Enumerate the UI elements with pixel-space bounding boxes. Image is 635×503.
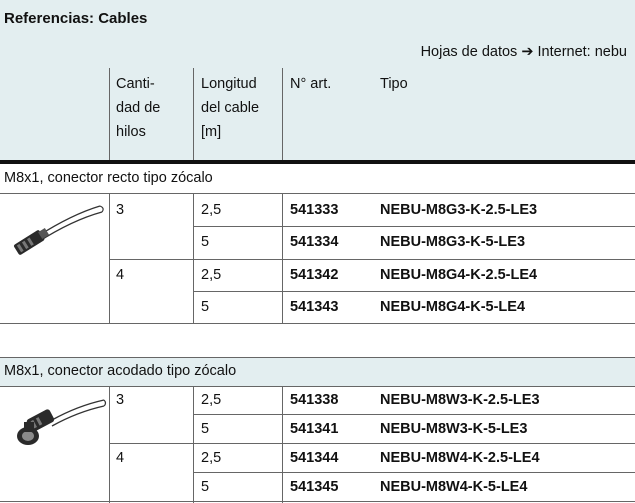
row-rule xyxy=(193,226,635,227)
table-divider xyxy=(282,193,283,323)
table-divider xyxy=(109,386,110,503)
cell-longitud: 2,5 xyxy=(201,392,222,408)
cell-tipo: NEBU-M8W3-K-5-LE3 xyxy=(380,421,528,437)
table-bottom-rule xyxy=(0,501,635,502)
cell-art: 541344 xyxy=(290,450,339,466)
section-rule xyxy=(0,193,635,194)
cell-hilos: 4 xyxy=(116,267,125,283)
cell-art: 541334 xyxy=(290,234,339,250)
header-longitud-line3: [m] xyxy=(201,124,222,140)
straight-connector-cable-icon xyxy=(14,205,104,255)
table-divider xyxy=(193,386,194,503)
row-rule xyxy=(109,443,635,444)
section-bar-angled: M8x1, conector acodado tipo zócalo xyxy=(0,357,635,386)
header-divider xyxy=(109,68,110,160)
section-rule xyxy=(0,357,635,358)
cell-longitud: 2,5 xyxy=(201,450,222,466)
cell-longitud: 5 xyxy=(201,299,210,315)
header-divider xyxy=(282,68,283,160)
row-rule xyxy=(193,472,635,473)
header-rule xyxy=(0,160,635,164)
cell-art: 541341 xyxy=(290,421,339,437)
cell-tipo: NEBU-M8G4-K-5-LE4 xyxy=(380,299,526,315)
cell-longitud: 2,5 xyxy=(201,202,222,218)
cell-hilos: 4 xyxy=(116,450,125,466)
cell-tipo: NEBU-M8W4-K-5-LE4 xyxy=(380,479,528,495)
section-spacer xyxy=(0,324,635,357)
title-bar: Referencias: Cables xyxy=(0,0,635,38)
cell-tipo: NEBU-M8W3-K-2.5-LE3 xyxy=(380,392,540,408)
header-hilos-line1: Canti- xyxy=(116,76,155,92)
cell-art: 541343 xyxy=(290,299,339,315)
header-longitud: Longitud del cable [m] xyxy=(201,72,259,144)
header-tipo: Tipo xyxy=(380,76,408,92)
header-hilos-line3: hilos xyxy=(116,124,146,140)
section-label-straight: M8x1, conector recto tipo zócalo xyxy=(4,170,213,186)
cell-art: 541345 xyxy=(290,479,339,495)
table-divider xyxy=(193,193,194,323)
header-hilos-line2: dad de xyxy=(116,100,161,116)
header-hilos: Canti- dad de hilos xyxy=(116,72,160,144)
section-end-rule xyxy=(0,323,635,324)
table-divider xyxy=(282,386,283,503)
cell-art: 541338 xyxy=(290,392,339,408)
cell-art: 541333 xyxy=(290,202,339,218)
row-rule xyxy=(193,291,635,292)
cell-hilos: 3 xyxy=(116,202,125,218)
cell-hilos: 3 xyxy=(116,392,125,408)
cell-tipo: NEBU-M8W4-K-2.5-LE4 xyxy=(380,450,540,466)
row-rule xyxy=(109,259,635,260)
cell-longitud: 5 xyxy=(201,234,210,250)
datasheet-reference: Hojas de datos ➔ Internet: nebu xyxy=(420,44,627,60)
table-header: Hojas de datos ➔ Internet: nebu Canti- d… xyxy=(0,38,635,160)
cell-longitud: 2,5 xyxy=(201,267,222,283)
cell-tipo: NEBU-M8G3-K-2.5-LE3 xyxy=(380,202,538,218)
table-divider xyxy=(109,193,110,323)
section-rule xyxy=(0,386,635,387)
cell-longitud: 5 xyxy=(201,421,210,437)
cell-tipo: NEBU-M8G4-K-2.5-LE4 xyxy=(380,267,538,283)
header-divider xyxy=(193,68,194,160)
cell-art: 541342 xyxy=(290,267,339,283)
page-title: Referencias: Cables xyxy=(4,10,148,27)
cell-longitud: 5 xyxy=(201,479,210,495)
header-longitud-line1: Longitud xyxy=(201,76,257,92)
header-art: N° art. xyxy=(290,76,332,92)
section-bar-straight: M8x1, conector recto tipo zócalo xyxy=(0,164,635,193)
cell-tipo: NEBU-M8G3-K-5-LE3 xyxy=(380,234,526,250)
row-rule xyxy=(193,414,635,415)
section-label-angled: M8x1, conector acodado tipo zócalo xyxy=(4,363,237,379)
header-longitud-line2: del cable xyxy=(201,100,260,116)
angled-connector-cable-icon xyxy=(17,399,107,445)
